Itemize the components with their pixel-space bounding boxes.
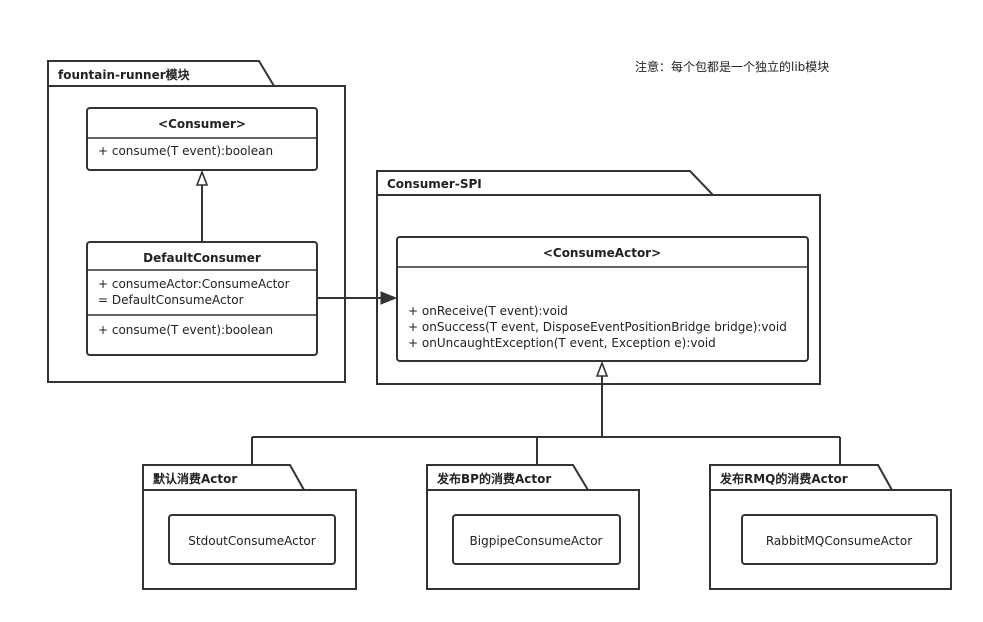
package-label: 发布BP的消费Actor [436,471,551,486]
package-bp-actor[interactable]: 发布BP的消费Actor BigpipeConsumeActor [426,464,640,590]
class-name: StdoutConsumeActor [188,534,315,548]
class-consumer[interactable]: <Consumer> + consume(T event):boolean [86,107,318,171]
class-bigpipe-consume-actor[interactable]: BigpipeConsumeActor [452,514,621,565]
class-name: <ConsumeActor> [543,246,661,260]
class-box [452,514,621,565]
class-name: BigpipeConsumeActor [470,534,603,548]
class-rabbitmq-consume-actor[interactable]: RabbitMQConsumeActor [741,514,938,565]
class-box [741,514,938,565]
package-label: Consumer-SPI [387,177,482,191]
class-attribute: = DefaultConsumeActor [98,293,244,307]
class-consume-actor[interactable]: <ConsumeActor> + onReceive(T event):void… [396,236,809,362]
inheritance-implementations-consumeactor [251,360,841,465]
class-stdout-consume-actor[interactable]: StdoutConsumeActor [168,514,336,565]
class-name: <Consumer> [158,117,246,131]
inheritance-arrowhead-icon [595,360,609,377]
class-method: + onReceive(T event):void [408,304,568,318]
package-fountain-runner[interactable]: fountain-runner模块 <Consumer> + consume(T… [47,60,346,383]
package-default-actor[interactable]: 默认消费Actor StdoutConsumeActor [142,464,357,590]
module-note: 注意：每个包都是一个独立的lib模块 [635,59,829,74]
inheritance-arrowhead-icon [195,169,209,186]
arrowhead-icon [380,291,398,305]
class-method: + consume(T event):boolean [98,144,273,158]
package-label: 默认消费Actor [153,471,237,486]
class-name: RabbitMQConsumeActor [766,534,912,548]
package-label: 发布RMQ的消费Actor [719,471,848,486]
class-default-consumer[interactable]: DefaultConsumer + consumeActor:ConsumeAc… [86,241,318,356]
inheritance-defaultconsumer-consumer [195,169,209,242]
class-method: + onSuccess(T event, DisposeEventPositio… [408,320,787,334]
class-method: + consume(T event):boolean [98,323,273,337]
class-method: + onUncaughtException(T event, Exception… [408,336,716,350]
package-consumer-spi[interactable]: Consumer-SPI <ConsumeActor> + onReceive(… [376,170,821,385]
class-name: DefaultConsumer [143,251,261,265]
class-box [168,514,336,565]
association-defaultconsumer-consumeactor [317,291,398,305]
package-rmq-actor[interactable]: 发布RMQ的消费Actor RabbitMQConsumeActor [709,464,952,590]
class-attribute: + consumeActor:ConsumeActor [98,277,290,291]
class-box [396,236,809,362]
package-label: fountain-runner模块 [58,67,191,82]
